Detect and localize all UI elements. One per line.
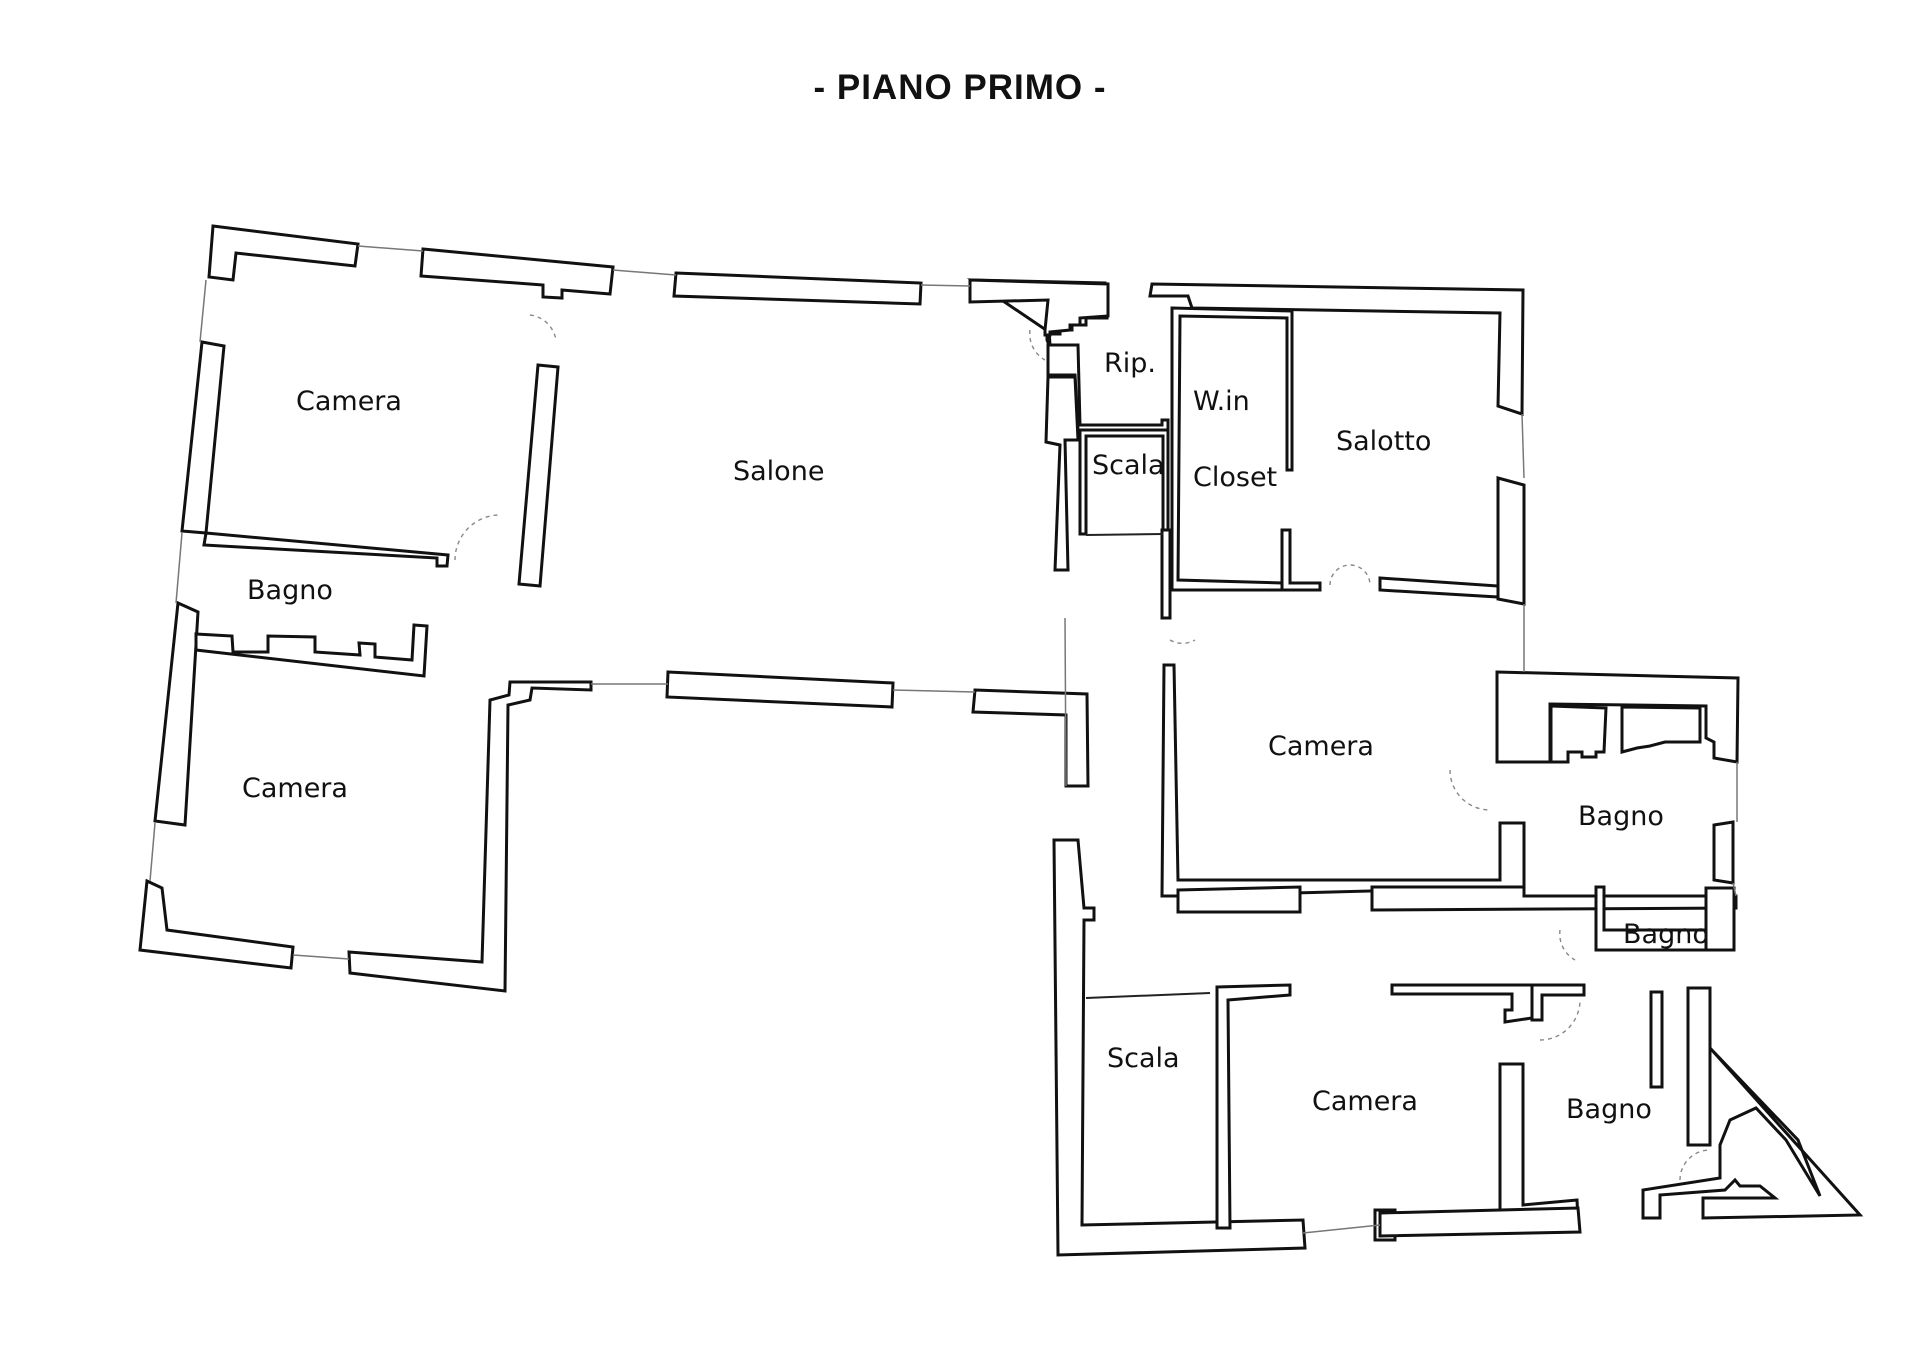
door-swing [1559, 929, 1576, 961]
window-line [292, 954, 350, 960]
wall-segment [1378, 1206, 1582, 1238]
wall-segment [1390, 983, 1534, 1024]
door-swing [529, 314, 557, 341]
room-label-salone: Salone [733, 456, 824, 487]
wall-segment [968, 278, 1110, 337]
room-label-walk-in: W.in [1193, 386, 1250, 417]
window-line [199, 279, 207, 343]
wall-segment [1495, 670, 1740, 764]
wall-segment [1215, 983, 1292, 1230]
door-swing [1449, 769, 1491, 811]
wall-segment [1496, 476, 1526, 606]
window-line [1521, 413, 1525, 479]
window-line [1302, 1224, 1381, 1234]
wall-segment [347, 680, 593, 993]
wall-segment [517, 363, 560, 588]
room-label-camera: Camera [1312, 1086, 1418, 1117]
window-line [612, 269, 677, 276]
room-label-bagno: Bagno [1623, 919, 1709, 950]
wall-segment [1078, 428, 1170, 536]
window-line [175, 532, 183, 604]
room-label-salotto: Salotto [1336, 426, 1431, 457]
door-swing [1539, 999, 1581, 1041]
wall-segment [1641, 1046, 1864, 1220]
window-line [892, 689, 976, 693]
wall-segment [1704, 886, 1736, 952]
wall-segment [419, 247, 615, 300]
stair-line [1085, 992, 1211, 999]
wall-segment [1370, 885, 1738, 912]
wall-segment [1044, 375, 1080, 572]
wall-segment [1686, 986, 1712, 1147]
wall-segment [1280, 528, 1322, 592]
wall-segment [1498, 1062, 1580, 1227]
door-swing [1679, 1149, 1711, 1181]
wall-segment [1170, 306, 1294, 592]
door-swings [454, 314, 1711, 1181]
floor-plan-title: - PIANO PRIMO - [813, 68, 1107, 107]
wall-segment [1549, 704, 1608, 764]
room-label-scala: Scala [1107, 1043, 1180, 1074]
window-line [357, 245, 424, 252]
door-swing [1169, 639, 1196, 644]
wall-segment [971, 688, 1090, 788]
wall-segment [1052, 838, 1307, 1257]
wall-segment [1176, 885, 1302, 914]
door-swing [1029, 329, 1046, 361]
window-line [1732, 882, 1737, 897]
room-label-camera: Camera [242, 773, 348, 804]
room-label-camera: Camera [296, 386, 402, 417]
room-label-bagno: Bagno [1578, 801, 1664, 832]
wall-segment [1160, 663, 1526, 898]
wall-segment [1649, 990, 1664, 1089]
room-label-ripostiglio: Rip. [1104, 348, 1156, 379]
wall-segment [153, 600, 200, 827]
left-wing-walls [138, 224, 1090, 993]
wall-segment [665, 670, 895, 709]
wall-segment [1620, 705, 1702, 754]
window-line [149, 822, 156, 882]
room-label-bagno: Bagno [1566, 1094, 1652, 1125]
door-swing [1329, 564, 1371, 586]
door-swing [454, 514, 501, 561]
wall-segment [1148, 282, 1525, 417]
right-wing-walls [966, 278, 1864, 1257]
room-label-bagno: Bagno [247, 575, 333, 606]
wall-segment [1712, 820, 1735, 885]
wall-segment [202, 531, 450, 568]
wall-segment [194, 623, 429, 678]
window-line [920, 284, 971, 287]
room-label-camera: Camera [1268, 731, 1374, 762]
room-label-closet: Closet [1193, 462, 1277, 493]
room-labels: Camera Bagno Camera Salone Rip. Scala W.… [242, 348, 1709, 1125]
window-line [1064, 617, 1067, 787]
wall-segment [672, 271, 923, 306]
room-label-scala: Scala [1092, 450, 1165, 481]
wall-segment [1160, 528, 1172, 620]
wall-segment [1530, 983, 1586, 1022]
wall-segment [180, 340, 226, 535]
stair-marks [1085, 533, 1211, 999]
stair-line [1085, 533, 1164, 536]
windows [149, 245, 1738, 1234]
wall-segment [1378, 576, 1500, 599]
wall-segment [138, 878, 295, 970]
wall-segment [207, 224, 360, 282]
